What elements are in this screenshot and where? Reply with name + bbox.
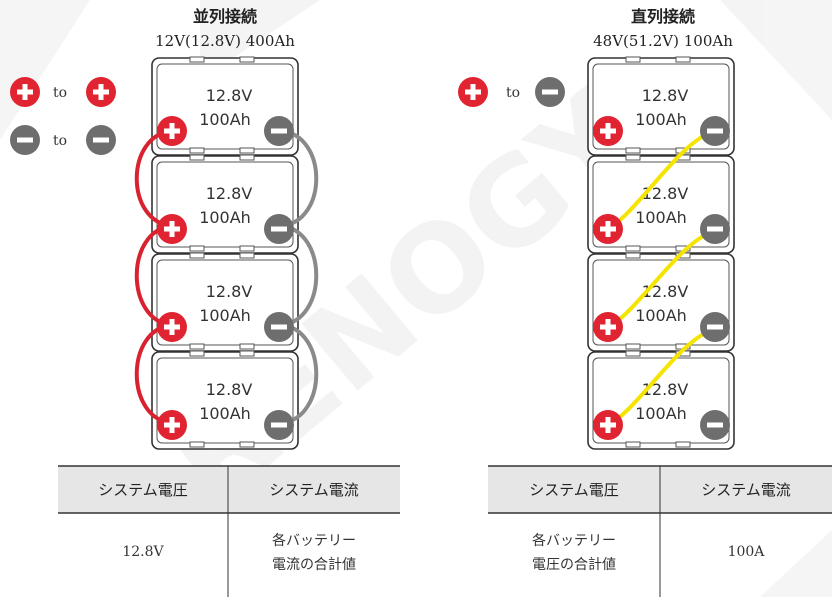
series-legend: to	[458, 77, 565, 107]
battery-capacity: 100Ah	[635, 306, 687, 325]
parallel-legend: to to	[10, 77, 116, 155]
table-header-current: システム電流	[701, 481, 791, 499]
positive-terminal-icon	[10, 77, 40, 107]
positive-terminal-icon	[593, 116, 623, 146]
series-title: 直列接続	[631, 7, 695, 26]
positive-wire	[134, 129, 174, 228]
negative-terminal-icon	[86, 125, 116, 155]
legend-to-label: to	[53, 85, 67, 101]
battery: 12.8V 100Ah	[151, 154, 299, 254]
battery-capacity: 100Ah	[199, 208, 251, 227]
legend-to-label: to	[506, 85, 520, 101]
table-cell-voltage: 電圧の合計値	[532, 557, 616, 573]
positive-terminal-icon	[157, 312, 187, 342]
table-cell-current: 各バッテリー	[272, 533, 356, 549]
positive-terminal-icon	[593, 410, 623, 440]
battery: 12.8V 100Ah	[587, 154, 735, 254]
battery: 12.8V 100Ah	[151, 350, 299, 450]
battery-capacity: 100Ah	[199, 110, 251, 129]
negative-terminal-icon	[700, 410, 730, 440]
series-section: 直列接続 48V(51.2V) 100Ah to 12.8V 100Ah 12.8V…	[458, 7, 832, 597]
series-table: システム電圧 システム電流 各バッテリー 電圧の合計値 100A	[488, 465, 832, 597]
positive-terminal-icon	[458, 77, 488, 107]
parallel-subtitle: 12V(12.8V) 400Ah	[155, 32, 295, 50]
battery: 12.8V 100Ah	[587, 56, 735, 156]
negative-terminal-icon	[264, 410, 294, 440]
negative-terminal-icon	[10, 125, 40, 155]
battery-voltage: 12.8V	[206, 282, 253, 301]
battery: 12.8V 100Ah	[151, 56, 299, 156]
table-cell-voltage: 各バッテリー	[532, 533, 616, 549]
table-header-current: システム電流	[269, 481, 359, 499]
legend-to-label: to	[53, 133, 67, 149]
negative-terminal-icon	[700, 116, 730, 146]
battery-voltage: 12.8V	[642, 86, 689, 105]
battery-voltage: 12.8V	[206, 184, 253, 203]
parallel-table: システム電圧 システム電流 12.8V 各バッテリー 電流の合計値	[58, 465, 400, 597]
negative-wire	[279, 323, 319, 425]
table-header-voltage: システム電圧	[529, 481, 619, 499]
battery: 12.8V 100Ah	[151, 252, 299, 352]
positive-terminal-icon	[157, 214, 187, 244]
battery-capacity: 100Ah	[635, 404, 687, 423]
negative-terminal-icon	[264, 214, 294, 244]
table-cell-current: 100A	[728, 544, 766, 560]
battery-capacity: 100Ah	[199, 404, 251, 423]
negative-wire	[279, 224, 319, 327]
parallel-section: 並列接続 12V(12.8V) 400Ah to to 12.8V100Ah12…	[10, 7, 400, 597]
negative-terminal-icon	[700, 214, 730, 244]
battery-voltage: 12.8V	[206, 86, 253, 105]
negative-terminal-icon	[264, 116, 294, 146]
series-subtitle: 48V(51.2V) 100Ah	[593, 32, 733, 50]
battery-voltage: 12.8V	[642, 184, 689, 203]
negative-terminal-icon	[535, 77, 565, 107]
battery-capacity: 100Ah	[635, 208, 687, 227]
parallel-battery-stack: 12.8V 100Ah 12.8V 100Ah 12.8V 100Ah 12.8V 100Ah	[151, 56, 299, 450]
negative-terminal-icon	[700, 312, 730, 342]
table-cell-current: 電流の合計値	[272, 557, 356, 573]
positive-terminal-icon	[593, 312, 623, 342]
positive-terminal-icon	[157, 116, 187, 146]
battery-capacity: 100Ah	[199, 306, 251, 325]
positive-terminal-icon	[86, 77, 116, 107]
positive-terminal-icon	[157, 410, 187, 440]
battery-voltage: 12.8V	[206, 380, 253, 399]
negative-wire	[279, 129, 319, 228]
parallel-title: 並列接続	[193, 7, 257, 26]
table-header-voltage: システム電圧	[98, 481, 188, 499]
table-cell-voltage: 12.8V	[122, 544, 164, 560]
negative-terminal-icon	[264, 312, 294, 342]
battery-capacity: 100Ah	[635, 110, 687, 129]
positive-terminal-icon	[593, 214, 623, 244]
